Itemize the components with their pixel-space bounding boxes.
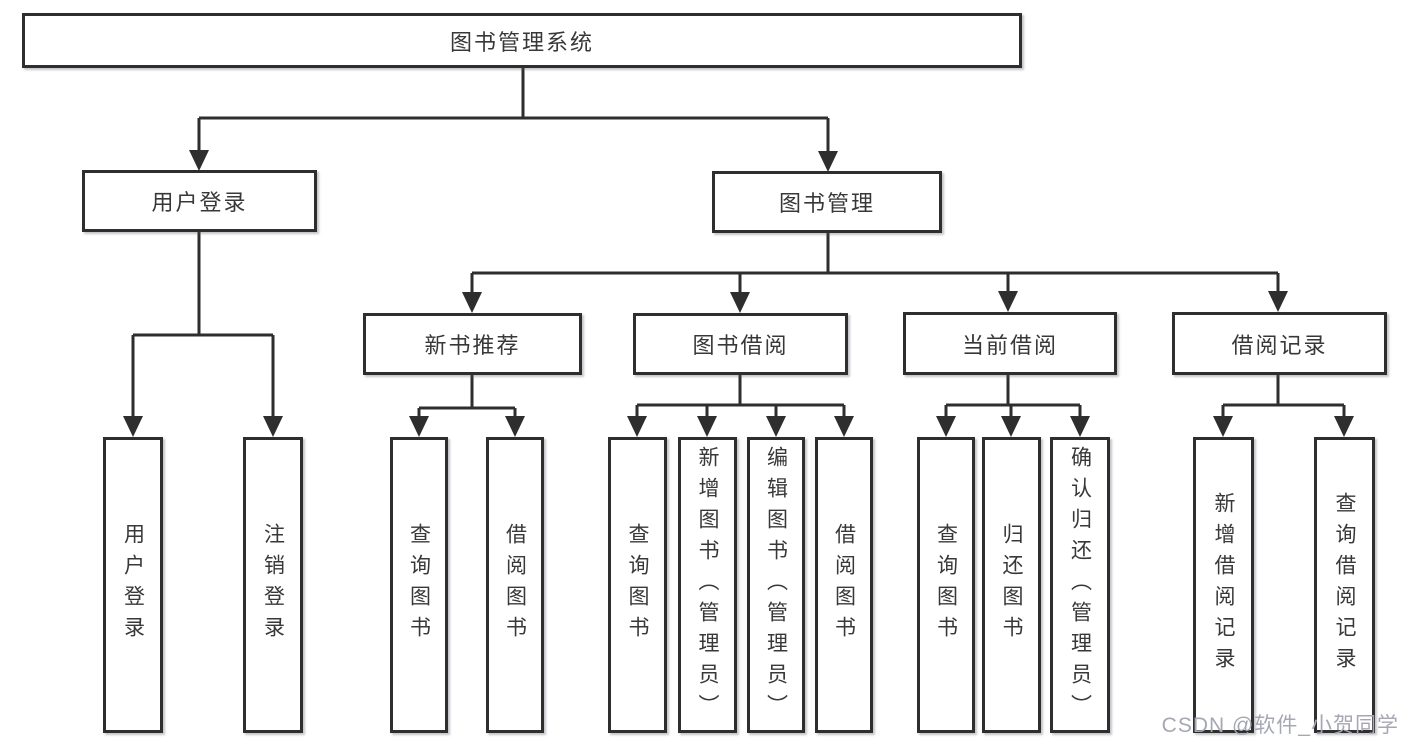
node-book-borrowing: 图书借阅 [633,313,848,375]
leaf-logout: 注销登录 [243,437,303,733]
leaf-current-query-books: 查询图书 [917,437,975,733]
node-book-management: 图书管理 [712,171,942,233]
leaf-records-query-record: 查询借阅记录 [1314,437,1375,733]
leaf-borrowing-edit-books-admin-label: 编辑图书（管理员） [764,445,788,725]
node-current-borrowing: 当前借阅 [903,312,1117,375]
leaf-current-return-books: 归还图书 [982,437,1041,733]
leaf-recommend-borrow-books: 借阅图书 [486,437,544,733]
leaf-records-query-record-label: 查询借阅记录 [1333,492,1356,678]
leaf-borrowing-query-books-label: 查询图书 [626,523,649,647]
leaf-borrowing-borrow-books-label: 借阅图书 [832,523,856,647]
leaf-records-add-record-label: 新增借阅记录 [1212,492,1235,678]
leaf-recommend-borrow-books-label: 借阅图书 [503,523,527,647]
leaf-current-confirm-return-admin: 确认归还（管理员） [1050,437,1110,733]
leaf-current-query-books-label: 查询图书 [934,523,958,647]
leaf-borrowing-query-books: 查询图书 [608,437,667,733]
leaf-current-confirm-return-admin-label: 确认归还（管理员） [1068,445,1092,725]
node-borrowing-records: 借阅记录 [1172,312,1387,375]
node-new-book-recommend: 新书推荐 [363,313,582,375]
leaf-recommend-query-books: 查询图书 [390,437,448,733]
node-root: 图书管理系统 [22,13,1022,68]
leaf-recommend-query-books-label: 查询图书 [407,523,431,647]
leaf-records-add-record: 新增借阅记录 [1193,437,1254,733]
leaf-user-login: 用户登录 [103,437,163,733]
leaf-current-return-books-label: 归还图书 [1000,523,1023,647]
leaf-borrowing-add-books-admin: 新增图书（管理员） [678,437,737,733]
leaf-logout-label: 注销登录 [261,523,285,647]
csdn-watermark: CSDN @软件_小贺同学 [1161,714,1399,737]
leaf-borrowing-edit-books-admin: 编辑图书（管理员） [747,437,805,733]
leaf-borrowing-borrow-books: 借阅图书 [815,437,873,733]
leaf-user-login-label: 用户登录 [121,523,145,647]
leaf-borrowing-add-books-admin-label: 新增图书（管理员） [696,445,719,725]
node-user-login: 用户登录 [82,170,317,232]
